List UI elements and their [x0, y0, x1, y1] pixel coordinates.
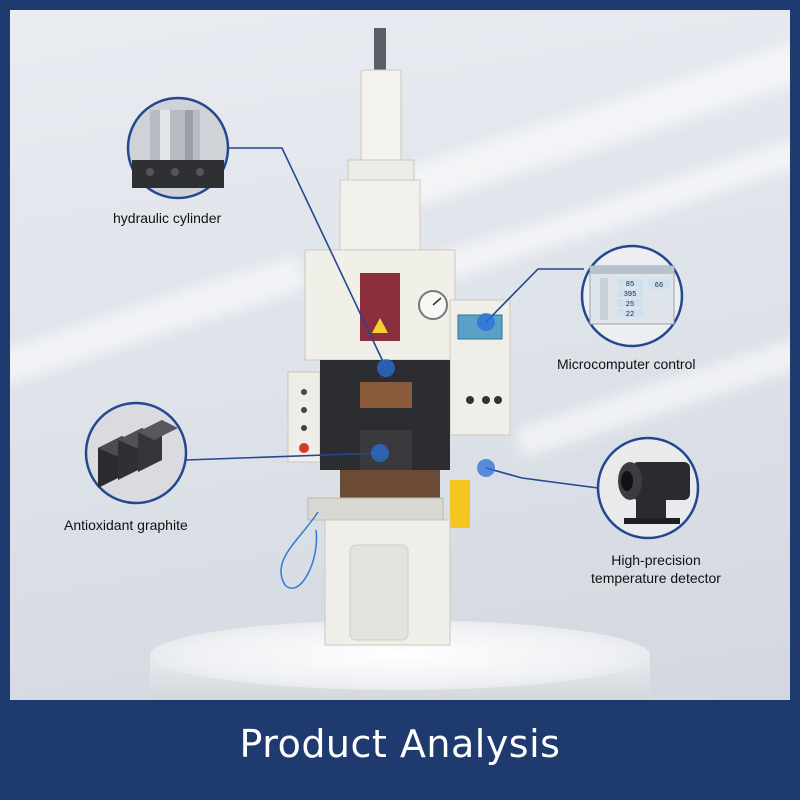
label-microcomputer-control: Microcomputer control — [557, 356, 696, 372]
detector-bracket — [450, 480, 470, 528]
callout-line-graphite — [185, 452, 381, 461]
cylinder-flange — [347, 159, 415, 183]
emergency-stop-button — [299, 443, 309, 453]
footer-title: Product Analysis — [239, 722, 561, 766]
screen-value-2: 395 — [624, 291, 637, 299]
upper-electrode — [360, 382, 412, 408]
callout-line-microcomputer — [485, 268, 584, 323]
callout-dot-graphite — [371, 444, 389, 462]
callout-line-detector — [485, 467, 599, 489]
cable — [280, 511, 319, 589]
upper-column — [339, 179, 421, 256]
callout-dot-microcomputer — [477, 313, 495, 331]
inset-antioxidant-graphite — [84, 401, 188, 505]
warning-triangle-icon — [372, 318, 388, 333]
lower-platen — [340, 470, 440, 502]
label-temperature-detector-line1: High-precision — [611, 552, 701, 568]
callout-dot-detector — [477, 459, 495, 477]
screen-value-5: 66 — [655, 282, 663, 290]
worktable — [307, 497, 444, 521]
base-cutout — [349, 544, 409, 641]
screen-value-3: 25 — [626, 301, 634, 309]
callout-dot-hydraulic — [377, 359, 395, 377]
screen-value-4: 22 — [626, 311, 634, 319]
inset-hydraulic-cylinder — [126, 96, 230, 200]
inset-microcomputer-screen: 85 395 25 22 66 — [580, 244, 684, 348]
callout-line-hydraulic — [228, 147, 387, 369]
inset-temperature-detector — [596, 436, 700, 540]
label-temperature-detector-line2: temperature detector — [591, 570, 721, 586]
piston-rod — [374, 28, 386, 76]
label-antioxidant-graphite: Antioxidant graphite — [64, 517, 188, 533]
screen-value-1: 85 — [626, 281, 634, 289]
label-hydraulic-cylinder: hydraulic cylinder — [113, 210, 222, 226]
